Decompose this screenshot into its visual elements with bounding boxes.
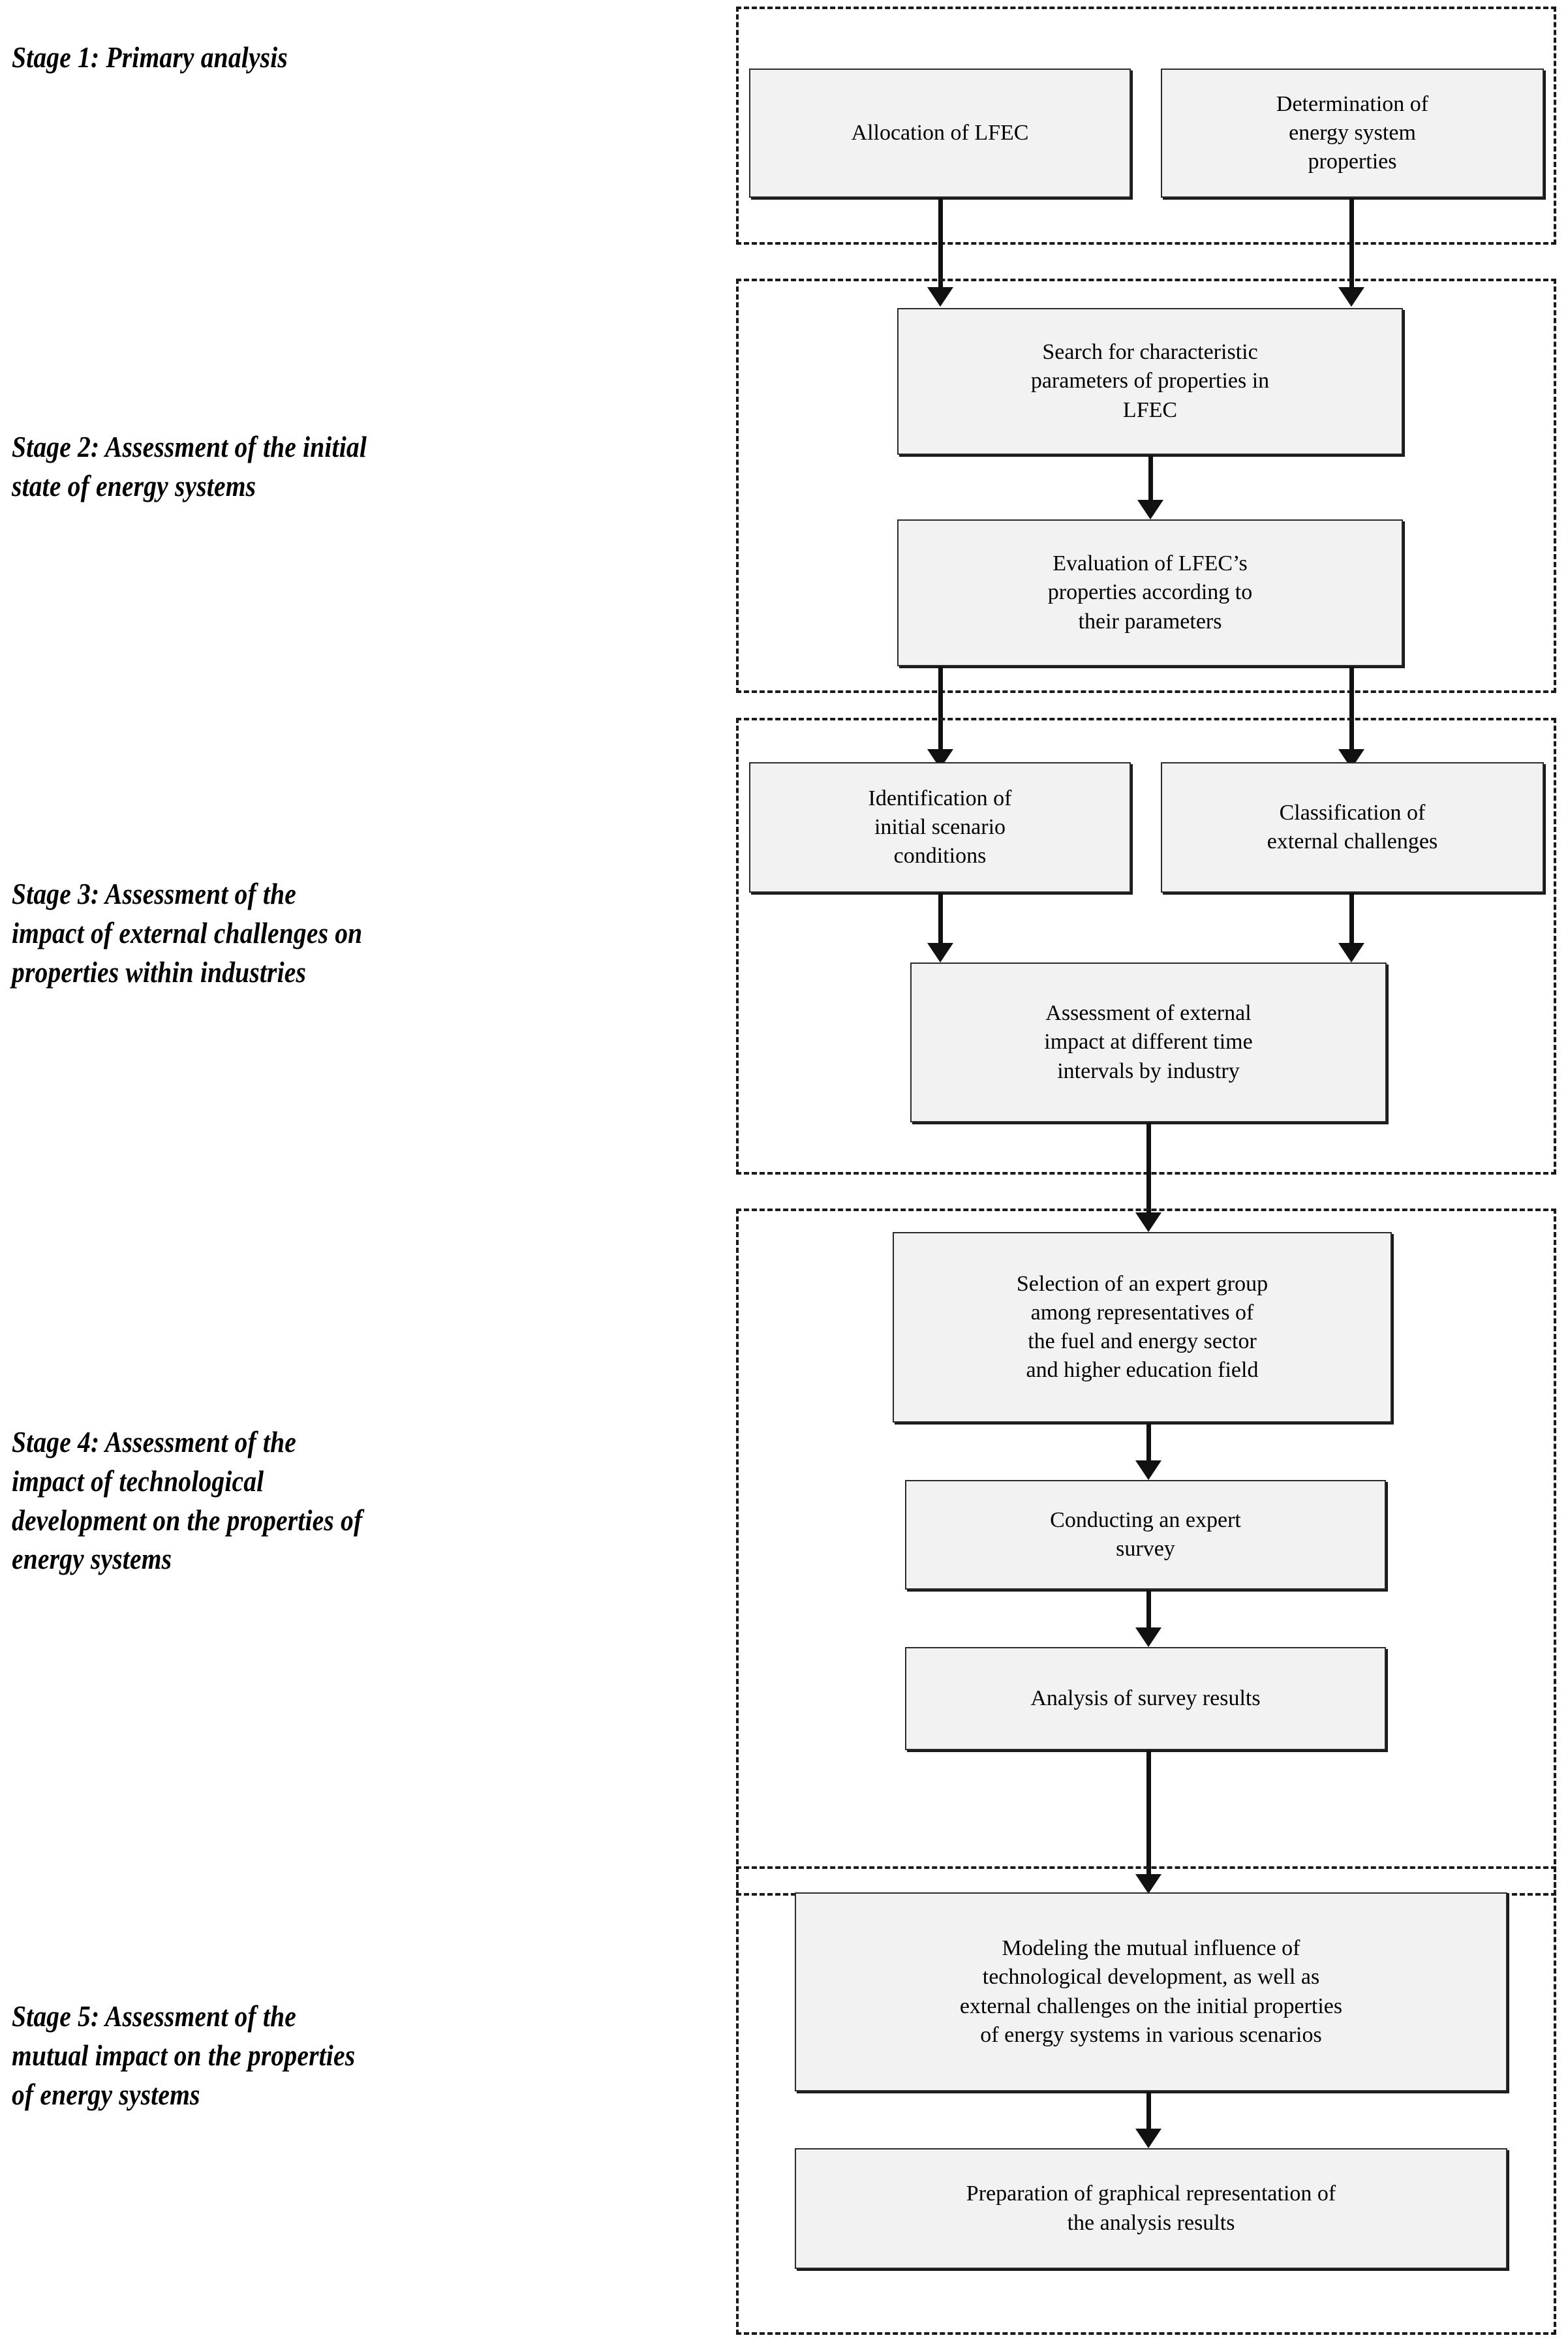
connector-search-to-evaluation: [1148, 455, 1153, 510]
stage-5-label: Stage 5: Assessment of the mutual impact…: [12, 1999, 356, 2111]
node-graphical-representation[interactable]: Preparation of graphical representation …: [795, 2148, 1507, 2269]
stage-2-container: [736, 279, 1556, 693]
connector-allocation-to-search: [938, 198, 943, 296]
arrowhead-allocation-to-search: [927, 287, 953, 307]
connector-evaluation-to-identification: [938, 666, 943, 761]
node-determination-properties[interactable]: Determination of energy system propertie…: [1161, 69, 1544, 198]
arrowhead-analysis-to-modeling: [1135, 1874, 1161, 1894]
connector-classification-to-assessment: [1349, 893, 1354, 955]
stage-3-container: [736, 718, 1556, 1175]
connector-analysis-to-modeling: [1146, 1750, 1151, 1884]
node-identification-conditions[interactable]: Identification of initial scenario condi…: [749, 762, 1131, 893]
connector-survey-to-analysis: [1146, 1590, 1151, 1637]
node-evaluation-properties[interactable]: Evaluation of LFEC’s properties accordin…: [897, 519, 1403, 666]
connector-evaluation-to-classification: [1349, 666, 1354, 761]
connector-identification-to-assessment: [938, 893, 943, 955]
node-modeling-mutual-influence[interactable]: Modeling the mutual influence of technol…: [795, 1892, 1507, 2091]
stage-2-label: Stage 2: Assessment of the initial state…: [12, 430, 367, 502]
arrowhead-expert-group-to-survey: [1135, 1460, 1161, 1480]
connector-modeling-to-graphical: [1146, 2091, 1151, 2138]
node-expert-survey[interactable]: Conducting an expert survey: [905, 1480, 1386, 1590]
arrowhead-determination-to-search: [1338, 287, 1364, 307]
arrowhead-survey-to-analysis: [1135, 1627, 1161, 1647]
node-classification-challenges[interactable]: Classification of external challenges: [1161, 762, 1544, 893]
stage-5-container: [736, 1866, 1556, 2335]
connector-expert-group-to-survey: [1146, 1423, 1151, 1470]
node-search-parameters[interactable]: Search for characteristic parameters of …: [897, 308, 1403, 455]
stage-3-label: Stage 3: Assessment of the impact of ext…: [12, 877, 363, 989]
arrowhead-assessment-to-expert-group: [1135, 1212, 1161, 1232]
node-survey-analysis[interactable]: Analysis of survey results: [905, 1647, 1386, 1750]
arrowhead-identification-to-assessment: [927, 943, 953, 963]
stage-4-label: Stage 4: Assessment of the impact of tec…: [12, 1425, 363, 1576]
arrowhead-modeling-to-graphical: [1135, 2129, 1161, 2148]
node-expert-group[interactable]: Selection of an expert group among repre…: [893, 1232, 1392, 1423]
arrowhead-search-to-evaluation: [1137, 500, 1163, 519]
stage-1-container: [736, 7, 1556, 245]
connector-determination-to-search: [1349, 198, 1354, 296]
stage-1-label: Stage 1: Primary analysis: [12, 40, 288, 74]
arrowhead-classification-to-assessment: [1338, 943, 1364, 963]
node-assessment-external-impact[interactable]: Assessment of external impact at differe…: [910, 963, 1387, 1122]
node-allocation-lfec[interactable]: Allocation of LFEC: [749, 69, 1131, 198]
connector-assessment-to-expert-group: [1146, 1122, 1151, 1220]
